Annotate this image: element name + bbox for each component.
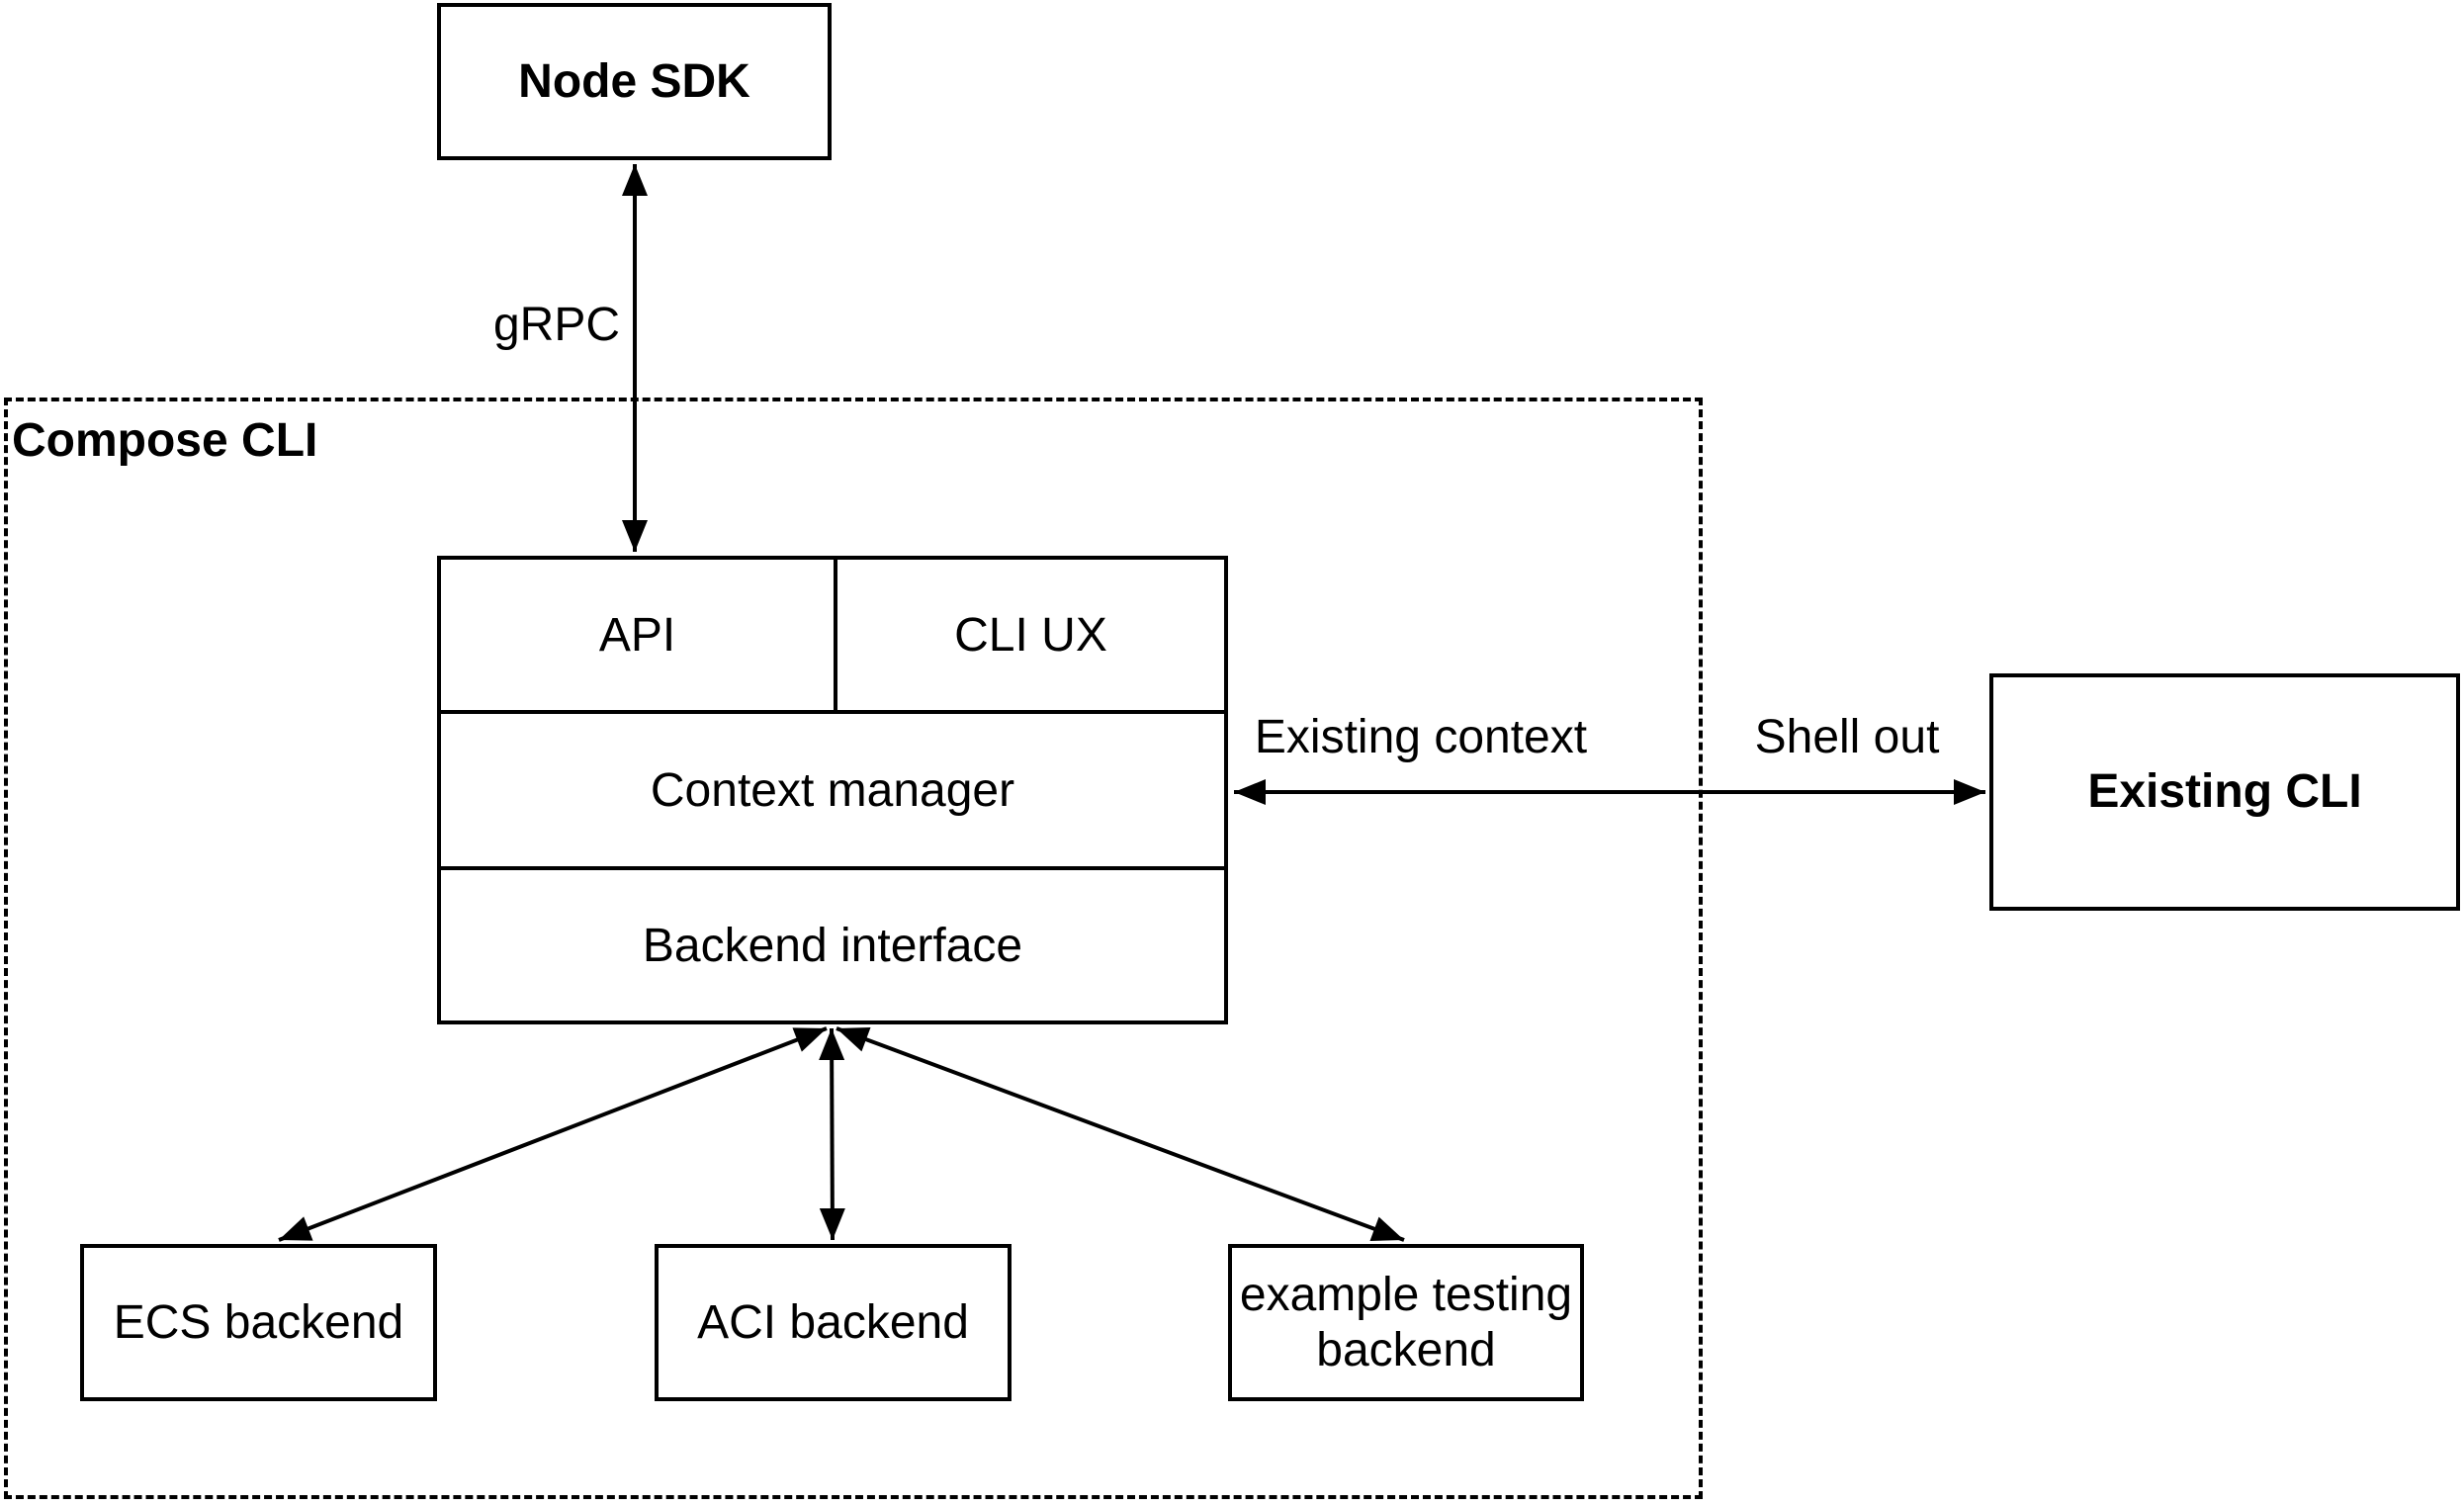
aci-backend-box: ACI backend [655,1244,1012,1401]
cli-ux-label: CLI UX [954,608,1107,662]
api-cell: API [441,560,837,710]
compose-cli-group: Compose CLI [4,398,1703,1499]
shell-out-edge-label: Shell out [1750,714,1944,761]
node-sdk-label: Node SDK [518,54,750,108]
node-sdk-box: Node SDK [437,3,832,160]
cli-ux-cell: CLI UX [837,560,1224,710]
api-label: API [598,608,676,662]
grpc-edge-label: gRPC [488,302,625,349]
backend-interface-label: Backend interface [642,919,1023,972]
context-manager-cell: Context manager [441,714,1224,870]
ecs-backend-label: ECS backend [113,1295,404,1349]
existing-cli-box: Existing CLI [1989,673,2460,911]
compose-cli-core-box: API CLI UX Context manager Backend inter… [437,556,1228,1024]
example-testing-backend-label: example testing backend [1239,1269,1573,1376]
ecs-backend-box: ECS backend [80,1244,437,1401]
existing-context-edge-label: Existing context [1250,714,1592,761]
api-cliux-row: API CLI UX [441,560,1224,714]
existing-cli-label: Existing CLI [2087,765,2362,819]
compose-cli-label: Compose CLI [12,414,318,467]
backend-interface-cell: Backend interface [441,870,1224,1020]
aci-backend-label: ACI backend [697,1295,969,1349]
context-manager-label: Context manager [650,763,1015,817]
example-testing-backend-box: example testing backend [1228,1244,1584,1401]
